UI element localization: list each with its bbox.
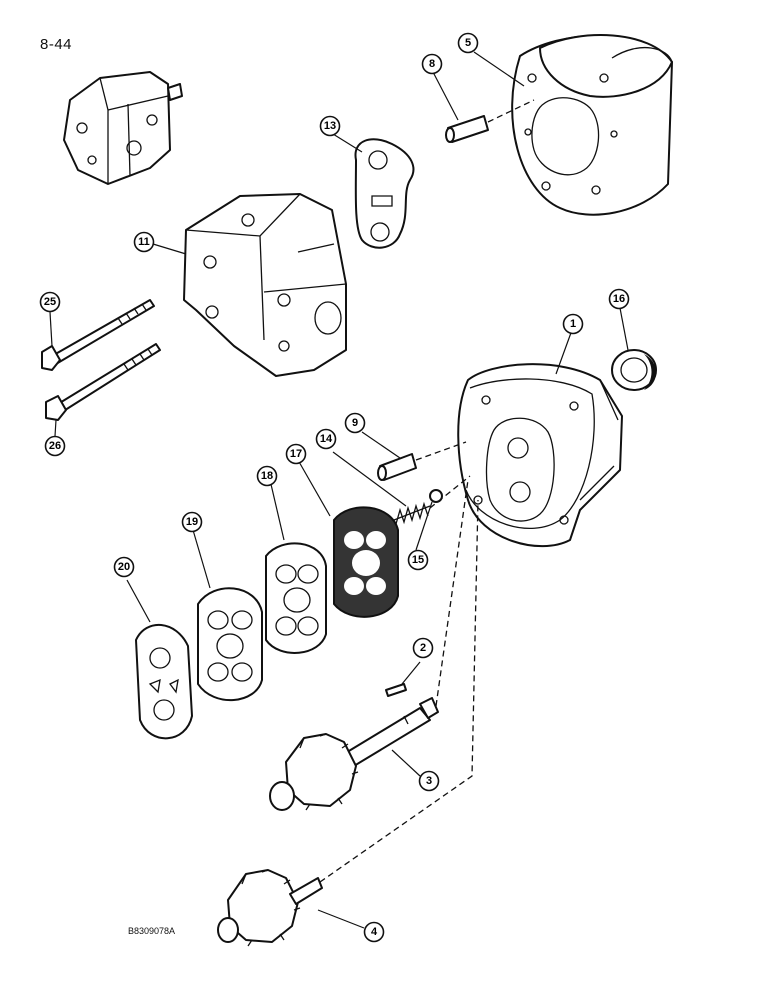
- alignment-line: [429, 475, 471, 509]
- part-8-dowel-pin: [445, 115, 489, 143]
- page-number: 8-44: [40, 36, 73, 53]
- svg-text:18: 18: [261, 470, 273, 482]
- callout-20: 20: [113, 556, 135, 578]
- part-4-driven-gear: [217, 869, 323, 947]
- callout-15: 15: [407, 549, 429, 571]
- part-16-seal: [611, 349, 657, 391]
- part-14-spring: [393, 501, 431, 525]
- svg-text:4: 4: [371, 926, 378, 938]
- callout-1: 1: [562, 313, 584, 335]
- callout-17: 17: [285, 443, 307, 465]
- part-9-dowel-pin: [377, 453, 417, 481]
- part-20-thrust-plate: [135, 624, 193, 740]
- svg-text:8: 8: [429, 58, 435, 70]
- callout-19: 19: [181, 511, 203, 533]
- callout-18: 18: [256, 465, 278, 487]
- part-11-front-cover: [183, 193, 347, 377]
- part-26-bolt: [45, 343, 161, 421]
- alignment-line: [415, 441, 467, 461]
- drawing-code: B8309078A: [128, 926, 176, 936]
- svg-text:16: 16: [613, 293, 625, 305]
- part-17-seal-plate: [333, 506, 399, 618]
- part-25-bolt: [41, 299, 155, 371]
- part-3-drive-gear-shaft: [269, 697, 439, 811]
- svg-text:17: 17: [290, 448, 302, 460]
- callout-26: 26: [44, 435, 66, 457]
- part-13-gasket: [354, 138, 415, 249]
- callout-2: 2: [412, 637, 434, 659]
- callout-3: 3: [418, 770, 440, 792]
- alignment-line: [435, 479, 469, 707]
- svg-text:11: 11: [138, 236, 150, 248]
- callout-5: 5: [457, 32, 479, 54]
- svg-text:2: 2: [420, 642, 426, 654]
- alignment-line: [487, 99, 535, 123]
- callout-13: 13: [319, 115, 341, 137]
- callout-25: 25: [39, 291, 61, 313]
- part-2-key: [385, 683, 407, 697]
- svg-text:3: 3: [426, 775, 432, 787]
- part-19-gasket: [197, 587, 263, 701]
- callout-4: 4: [363, 921, 385, 943]
- svg-text:9: 9: [352, 417, 358, 429]
- callout-16: 16: [608, 288, 630, 310]
- part-5-rear-housing: [511, 34, 673, 216]
- part-1-pump-body: [457, 363, 623, 548]
- svg-text:20: 20: [118, 561, 130, 573]
- svg-text:15: 15: [412, 554, 424, 566]
- alignment-line: [319, 499, 479, 883]
- callout-8: 8: [421, 53, 443, 75]
- svg-text:19: 19: [186, 516, 198, 528]
- assembled-pump-illustration: [63, 71, 183, 185]
- svg-text:13: 13: [324, 120, 336, 132]
- leader-lines: [49, 51, 629, 929]
- callout-11: 11: [133, 231, 155, 253]
- part-18-seal-plate: [265, 542, 327, 654]
- callout-9: 9: [344, 412, 366, 434]
- part-15-ball: [429, 489, 443, 503]
- svg-text:25: 25: [44, 296, 56, 308]
- svg-text:1: 1: [570, 318, 576, 330]
- callout-14: 14: [315, 428, 337, 450]
- svg-text:5: 5: [465, 37, 471, 49]
- svg-text:26: 26: [49, 440, 61, 452]
- svg-text:14: 14: [320, 433, 333, 445]
